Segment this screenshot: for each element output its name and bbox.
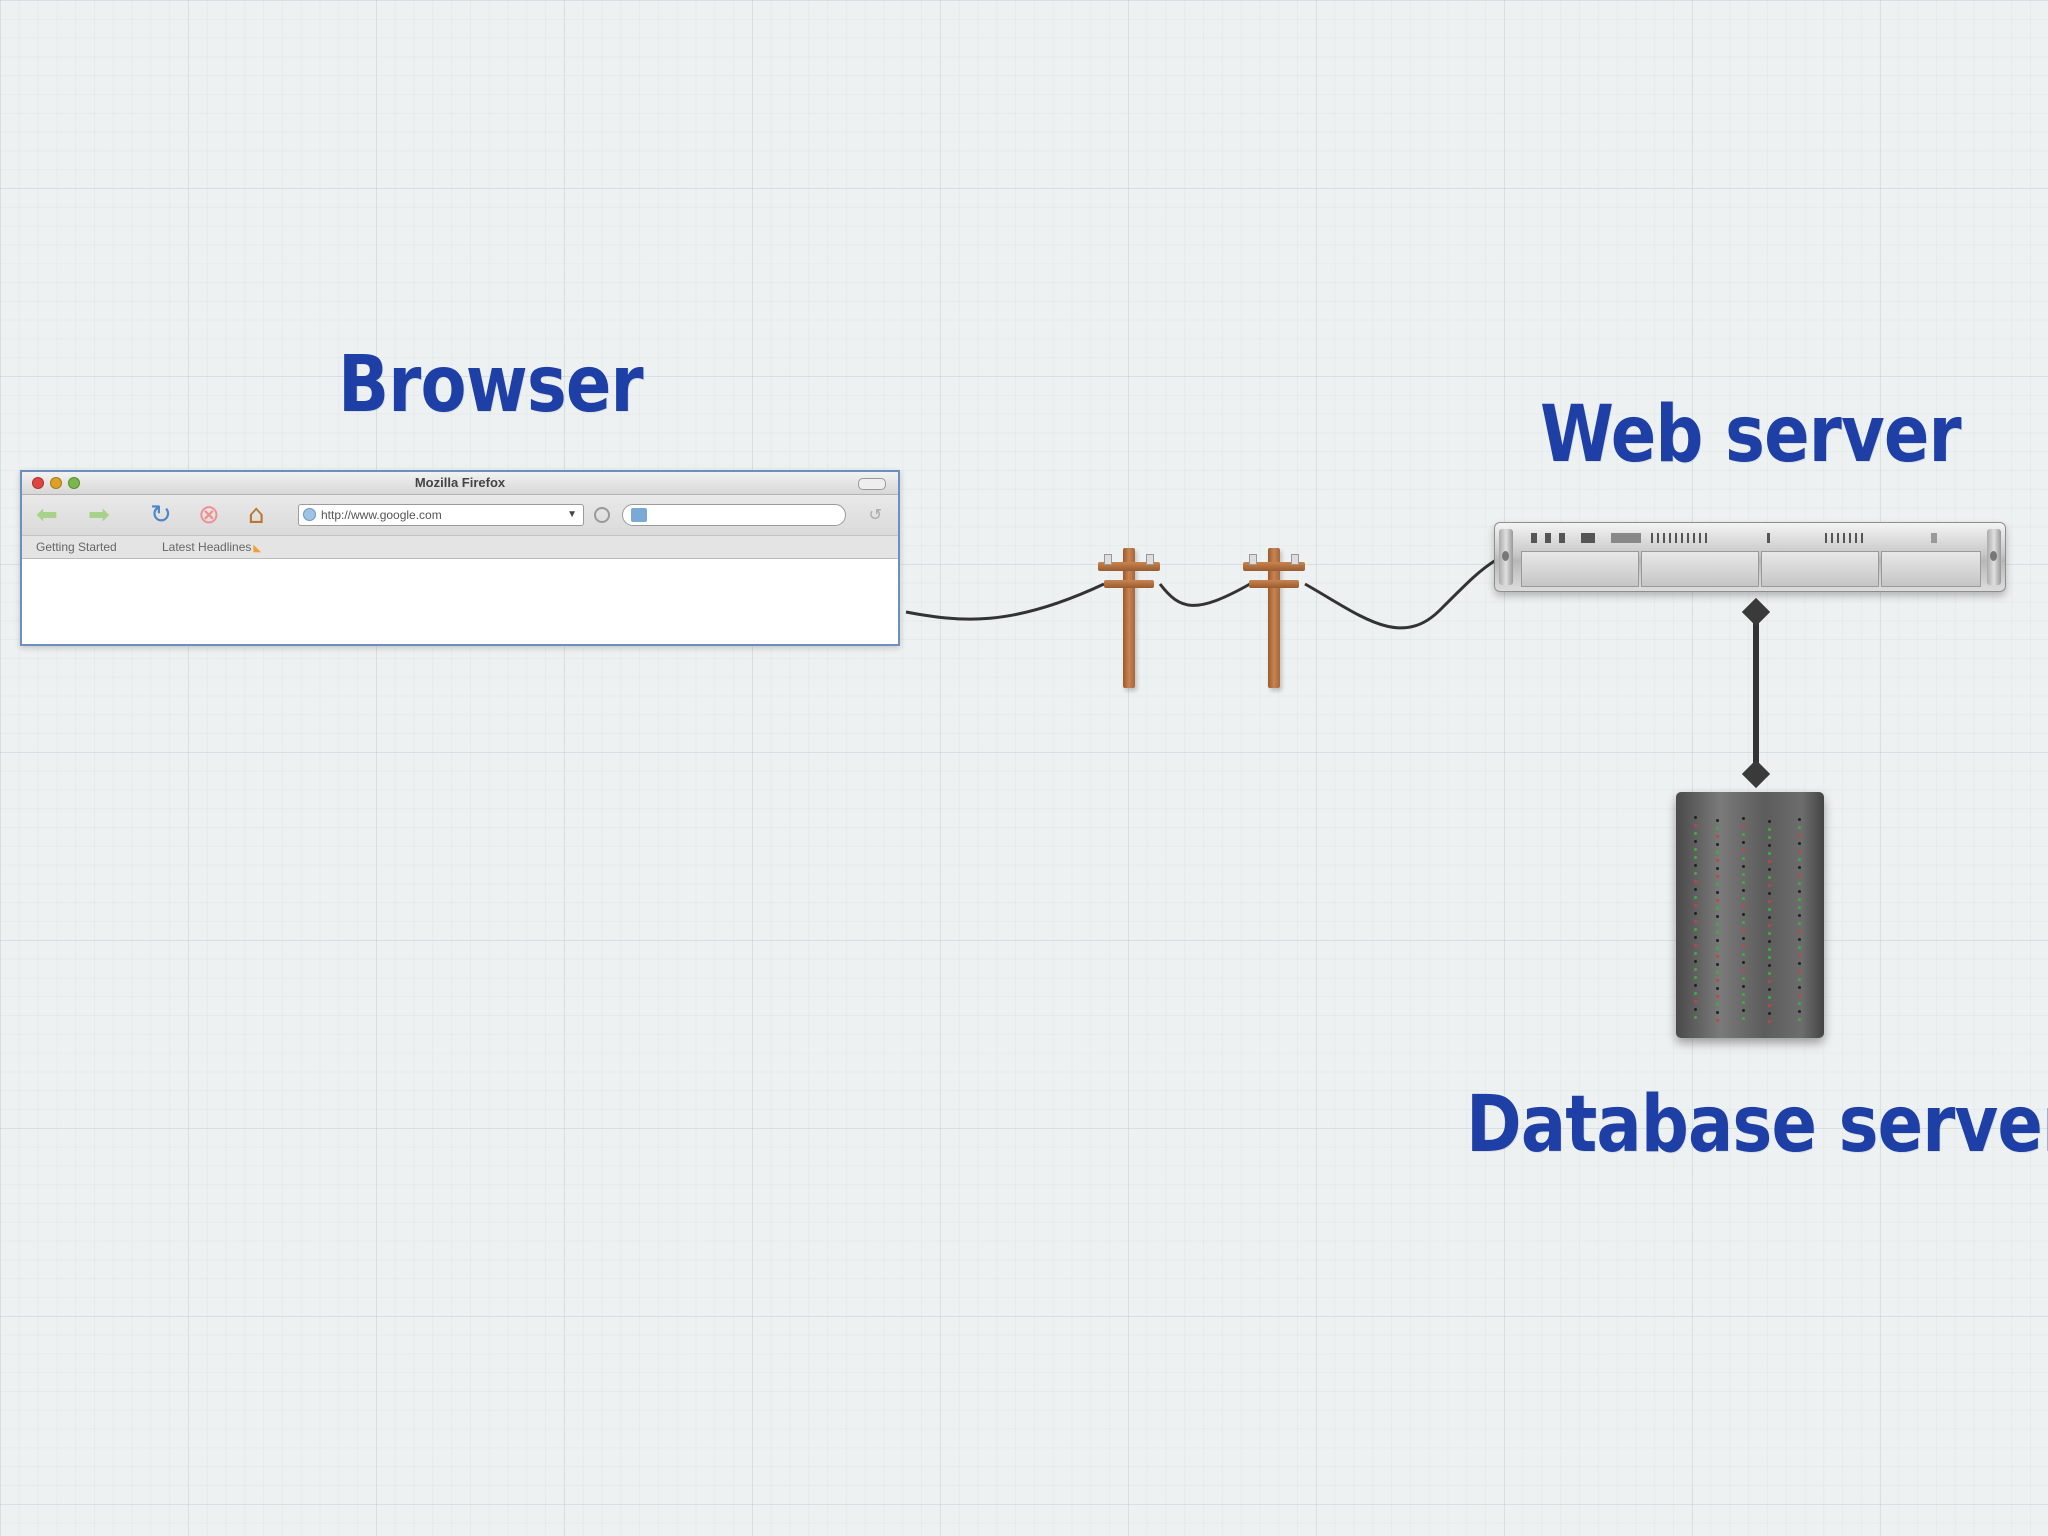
telephone-pole-icon bbox=[1243, 548, 1305, 688]
go-icon[interactable] bbox=[594, 507, 610, 523]
throbber-icon: ↺ bbox=[868, 505, 882, 524]
browser-toolbar: ⬅ ➡ ↻ ⊗ ⌂ http://www.google.com ▼ ↺ bbox=[22, 495, 898, 536]
minimize-icon[interactable] bbox=[50, 477, 62, 489]
toolbar-toggle-icon[interactable] bbox=[858, 478, 886, 490]
rack-server-icon bbox=[1494, 522, 2006, 592]
zoom-icon[interactable] bbox=[68, 477, 80, 489]
stop-icon[interactable]: ⊗ bbox=[198, 500, 220, 530]
url-bar[interactable]: http://www.google.com ▼ bbox=[298, 504, 584, 526]
bookmarks-bar: Getting Started Latest Headlines◣ bbox=[22, 536, 898, 559]
browser-titlebar: Mozilla Firefox bbox=[22, 472, 898, 495]
database-connection bbox=[1740, 596, 1772, 790]
dropdown-icon[interactable]: ▼ bbox=[567, 509, 577, 520]
globe-icon bbox=[303, 508, 316, 521]
search-engine-icon[interactable] bbox=[631, 508, 647, 522]
back-arrow-icon[interactable]: ⬅ bbox=[36, 500, 58, 530]
forward-arrow-icon[interactable]: ➡ bbox=[88, 500, 110, 530]
home-icon[interactable]: ⌂ bbox=[248, 500, 265, 530]
search-bar[interactable] bbox=[622, 504, 846, 526]
close-icon[interactable] bbox=[32, 477, 44, 489]
database-server-label: Database server bbox=[1466, 1080, 2048, 1170]
rss-icon: ◣ bbox=[253, 543, 262, 554]
web-server-label: Web server bbox=[1540, 390, 1962, 480]
bookmark-getting-started[interactable]: Getting Started bbox=[36, 540, 117, 554]
url-text: http://www.google.com bbox=[321, 508, 442, 522]
tower-server-icon bbox=[1676, 792, 1824, 1038]
telephone-pole-icon bbox=[1098, 548, 1160, 688]
reload-icon[interactable]: ↻ bbox=[150, 500, 172, 530]
browser-window: Mozilla Firefox ⬅ ➡ ↻ ⊗ ⌂ http://www.goo… bbox=[20, 470, 900, 646]
browser-label: Browser bbox=[338, 340, 644, 430]
window-title: Mozilla Firefox bbox=[414, 475, 506, 490]
bookmark-latest-headlines[interactable]: Latest Headlines◣ bbox=[162, 540, 262, 554]
